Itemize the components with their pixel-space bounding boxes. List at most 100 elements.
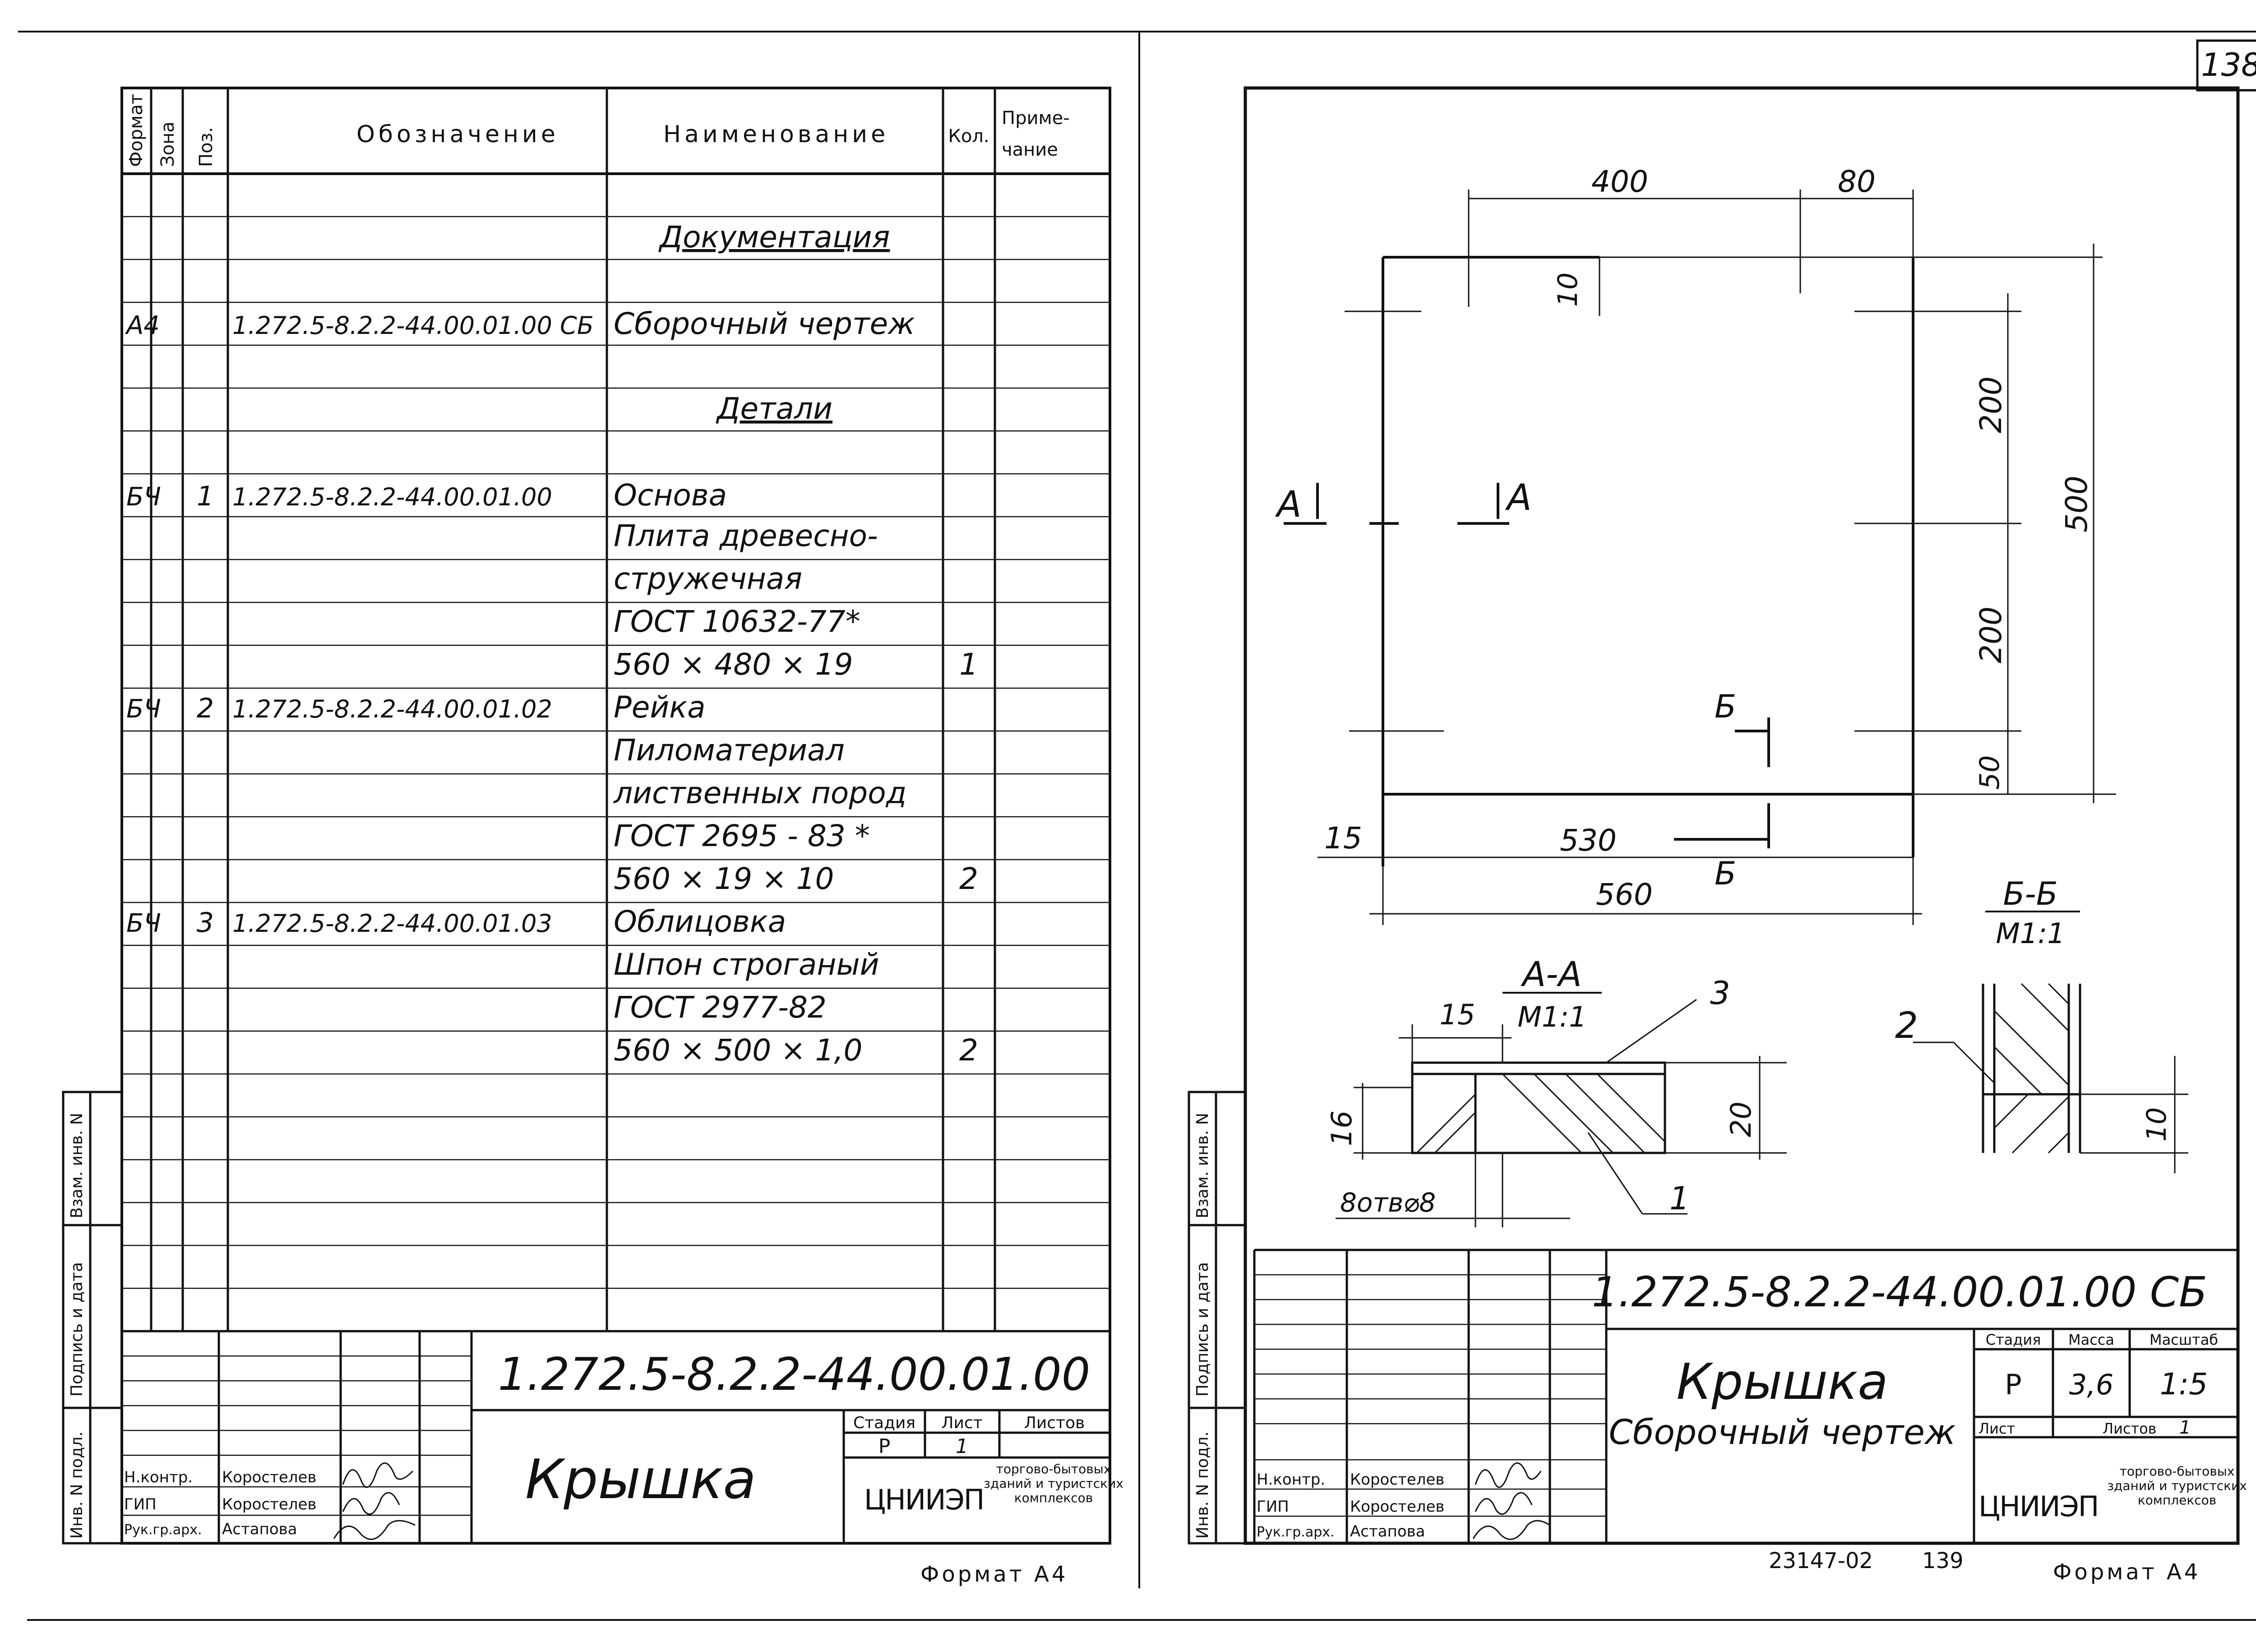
left-sheet-label: Лист — [941, 1414, 982, 1432]
left-role-1: Н.контр. — [124, 1468, 193, 1486]
right-org-1: торгово-бытовых — [2120, 1464, 2235, 1479]
right-footer-page: 139 — [1922, 1548, 1964, 1573]
side-label-vzam: Взам. инв. N — [68, 1113, 86, 1218]
section-details: Детали — [716, 391, 832, 426]
row-qty: 1 — [959, 647, 978, 682]
dim-560: 560 — [1596, 877, 1653, 912]
row-name: Основа — [614, 478, 727, 513]
section-a-a: А-А М1:1 — [1325, 954, 1787, 1227]
right-sheet-label: Лист — [1979, 1420, 2015, 1437]
dim-200-top: 200 — [1974, 376, 2008, 433]
right-name-1: Коростелев — [1350, 1471, 1444, 1489]
sheet-number: 138 — [2201, 46, 2256, 83]
cut-b-bottom: Б — [1715, 855, 1736, 892]
row-designation: 1.272.5-8.2.2-44.00.01.03 — [232, 909, 552, 938]
left-stage-label: Стадия — [853, 1414, 915, 1432]
right-org-logo: ЦНИИЭП — [1979, 1490, 2098, 1523]
bb-dim-10: 10 — [2141, 1107, 2173, 1142]
row-name: стружечная — [614, 561, 802, 596]
right-signatures — [1472, 1462, 1550, 1540]
specification-table — [120, 87, 1111, 1545]
row-name: 560 × 500 × 1,0 — [614, 1033, 862, 1068]
row-designation: 1.272.5-8.2.2-44.00.01.02 — [232, 695, 552, 723]
header-designation: Обозначение — [356, 121, 559, 148]
row-pos: 1 — [197, 481, 214, 512]
r-side-label-vzam: Взам. инв. N — [1193, 1113, 1212, 1218]
left-title-code: 1.272.5-8.2.2-44.00.01.00 — [498, 1348, 1091, 1401]
right-sheets-value: 1 — [2179, 1417, 2191, 1438]
left-org-logo: ЦНИИЭП — [864, 1483, 984, 1516]
row-pos: 2 — [197, 693, 214, 724]
right-stage-label: Стадия — [1986, 1331, 2041, 1348]
row-format: БЧ — [126, 909, 161, 938]
right-footer-num: 23147-02 — [1769, 1548, 1873, 1573]
right-title: Крышка — [1676, 1353, 1888, 1411]
row-format: БЧ — [126, 482, 161, 512]
dim-530: 530 — [1560, 823, 1617, 858]
row-name: Пиломатериал — [614, 733, 845, 768]
right-mass-label: Масса — [2068, 1331, 2114, 1348]
left-name-1: Коростелев — [222, 1468, 316, 1486]
right-scale-value: 1:5 — [2160, 1367, 2208, 1402]
left-sheets-label: Листов — [1024, 1414, 1085, 1432]
dim-15: 15 — [1324, 821, 1362, 856]
left-org-1: торгово-бытовых — [996, 1462, 1111, 1476]
dim-200-bottom: 200 — [1974, 606, 2008, 663]
row-designation: 1.272.5-8.2.2-44.00.01.00 — [232, 483, 552, 511]
row-name: 560 × 19 × 10 — [614, 861, 834, 896]
right-role-2: ГИП — [1257, 1498, 1289, 1516]
aa-pos-3: 3 — [1710, 975, 1730, 1012]
right-scale-label: Масштаб — [2150, 1331, 2218, 1348]
right-role-1: Н.контр. — [1257, 1471, 1325, 1489]
section-b-b: Б-Б М1:1 2 10 — [1895, 875, 2188, 1173]
right-frame — [1244, 86, 2240, 1545]
right-mass-value: 3,6 — [2069, 1368, 2114, 1401]
section-bb-title: Б-Б — [2003, 875, 2057, 912]
left-title-block: 1.272.5-8.2.2-44.00.01.00 Крышка Стадия … — [122, 1330, 1123, 1543]
header-qty: Кол. — [948, 126, 989, 147]
bb-pos-2: 2 — [1895, 1004, 1918, 1046]
right-title-block: 1.272.5-8.2.2-44.00.01.00 СБ Крышка Сбор… — [1253, 1249, 2247, 1545]
side-label-podpis: Подпись и дата — [68, 1262, 86, 1397]
dim-50: 50 — [1974, 755, 2006, 790]
left-org-2: зданий и туристских — [984, 1476, 1123, 1491]
header-note-1: Приме- — [1002, 108, 1070, 129]
row-name: Шпон строганый — [614, 947, 879, 982]
row-designation: 1.272.5-8.2.2-44.00.01.00 СБ — [232, 311, 594, 340]
r-side-label-inv-podl: Инв. N подл. — [1193, 1431, 1212, 1539]
right-org-3: комплексов — [2138, 1493, 2217, 1508]
row-name: ГОСТ 10632-77* — [614, 604, 860, 639]
left-name-2: Коростелев — [222, 1495, 316, 1513]
row-name: Облицовка — [614, 904, 786, 939]
header-note-2: чание — [1002, 139, 1058, 160]
row-pos: 3 — [197, 907, 214, 939]
left-name-3: Астапова — [222, 1520, 297, 1538]
header-pos: Поз. — [196, 127, 217, 167]
section-documentation: Документация — [658, 220, 890, 255]
aa-pos-1: 1 — [1669, 1180, 1690, 1217]
sheet-number-box: 138 — [2196, 39, 2256, 92]
plan-view: А А Б Б 400 80 10 200 200 500 50 15 530 … — [1275, 164, 2116, 925]
dim-10: 10 — [1552, 273, 1584, 307]
row-name: Рейка — [614, 690, 706, 725]
right-org-2: зданий и туристских — [2107, 1478, 2247, 1493]
row-name: Плита древесно- — [614, 518, 878, 553]
row-qty: 2 — [959, 861, 978, 896]
dim-80: 80 — [1838, 164, 1876, 199]
left-side-labels: Инв. N подл. Подпись и дата Взам. инв. N — [62, 1091, 123, 1545]
left-signatures — [333, 1462, 416, 1540]
row-name: лиственных пород — [613, 776, 906, 810]
cut-a-right: А — [1505, 477, 1532, 518]
cut-a-left: А — [1275, 483, 1302, 525]
left-org-3: комплексов — [1014, 1490, 1093, 1505]
row-name: ГОСТ 2695 - 83 * — [614, 819, 870, 853]
dim-400: 400 — [1591, 164, 1648, 199]
header-zone: Зона — [157, 121, 178, 167]
right-stage-value: Р — [2005, 1368, 2021, 1401]
left-title: Крышка — [525, 1448, 756, 1511]
right-format: Формат А4 — [2053, 1559, 2201, 1585]
aa-dim-20: 20 — [1724, 1101, 1757, 1137]
side-label-inv-podl: Инв. N подл. — [68, 1431, 86, 1539]
